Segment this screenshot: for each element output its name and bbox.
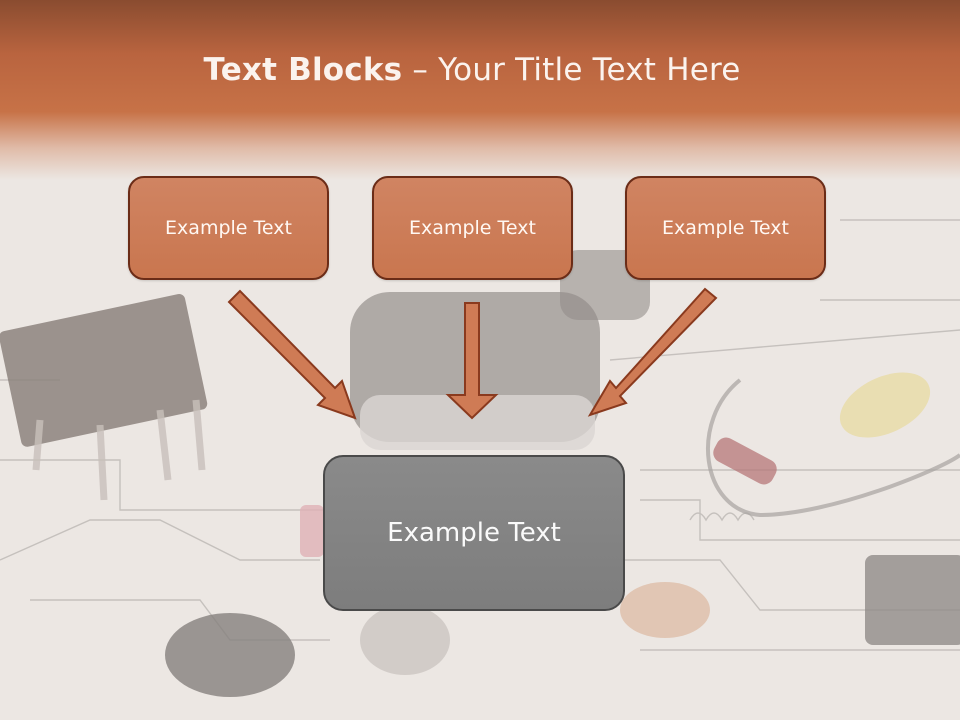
title-separator: –	[402, 52, 439, 88]
arrow-left-icon	[227, 289, 357, 420]
text-block-3[interactable]: Example Text	[625, 176, 826, 280]
target-text-block[interactable]: Example Text	[323, 455, 625, 611]
text-block-2-label: Example Text	[409, 217, 536, 239]
title-banner	[0, 0, 960, 180]
text-block-1[interactable]: Example Text	[128, 176, 329, 280]
target-text-block-label: Example Text	[387, 518, 561, 548]
arrow-right-icon	[587, 287, 718, 417]
title-rest: Your Title Text Here	[438, 52, 741, 88]
text-block-1-label: Example Text	[165, 217, 292, 239]
text-block-3-label: Example Text	[662, 217, 789, 239]
slide-title: Text Blocks – Your Title Text Here	[0, 52, 944, 88]
text-block-2[interactable]: Example Text	[372, 176, 573, 280]
title-bold-part: Text Blocks	[203, 52, 403, 88]
arrow-center-icon	[445, 302, 499, 420]
